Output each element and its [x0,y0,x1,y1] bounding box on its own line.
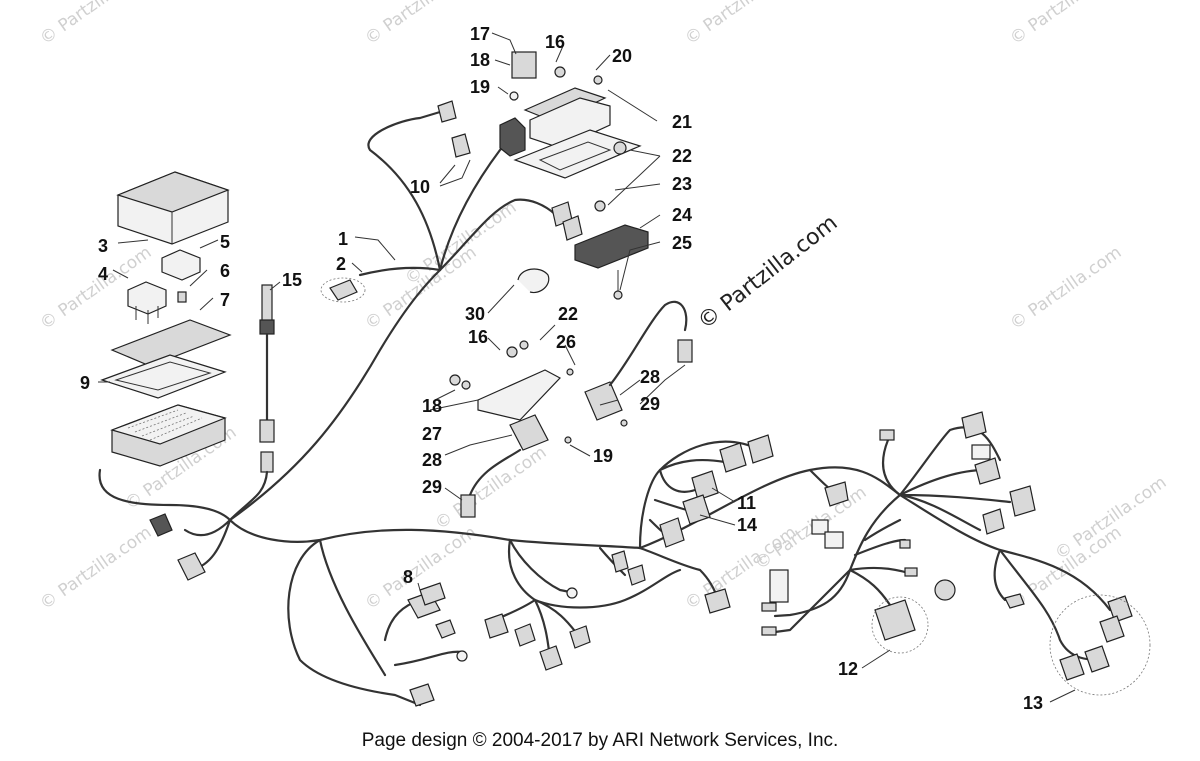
callout-30: 30 [465,304,485,324]
callout-24: 24 [672,205,692,225]
callout-8: 8 [403,567,413,587]
callout-19-mid: 19 [593,446,613,466]
relay-part-5 [161,249,201,281]
washers-top [509,66,627,212]
callout-7: 7 [220,290,230,310]
sensor-part-15 [259,284,275,473]
callout-15: 15 [282,270,302,290]
fuse-box-base [110,404,227,467]
clamp-part-30 [517,268,550,294]
callout-6: 6 [220,261,230,281]
connector-part-2 [320,277,366,303]
watermark: © Partzilla.com [1006,242,1125,334]
callout-2: 2 [336,254,346,274]
gasket-part-9 [100,354,227,399]
copyright-mark: © Partzilla.com [693,211,842,335]
callout-25: 25 [672,233,692,253]
watermark: © Partzilla.com [361,242,480,334]
callout-26: 26 [556,332,576,352]
callout-17: 17 [470,24,490,44]
callout-11: 11 [737,493,756,513]
ecu-module-part-20 [499,87,611,157]
callout-28-right: 28 [640,367,660,387]
callout-23: 23 [672,174,692,194]
callout-10: 10 [410,177,430,197]
callout-19-top: 19 [470,77,490,97]
label-sheet-part-7 [110,319,232,367]
callout-4: 4 [98,264,108,284]
fuse-box-cover-part-3 [116,171,230,245]
watermark: © Partzilla.com [681,0,800,49]
coil-part-28 [509,381,623,451]
callout-5: 5 [220,232,230,252]
callout-18-top: 18 [470,50,490,70]
callout-1: 1 [338,229,348,249]
callout-labels: 1 2 3 4 5 6 7 8 9 10 11 12 13 14 15 16 1… [80,24,1043,713]
watermark: © Partzilla.com [361,0,480,49]
callout-9: 9 [80,373,90,393]
callout-21: 21 [672,112,692,132]
callout-29-right: 29 [640,394,660,414]
callout-14: 14 [737,515,757,535]
regulator-part-24 [574,224,649,269]
callout-16-top: 16 [545,32,565,52]
connector-part-10 [437,100,471,158]
leader-lines [98,32,1076,703]
bracket-part-27 [477,369,561,421]
callout-13: 13 [1023,693,1043,713]
connectors-top-mid [551,201,583,241]
switch-part-17 [511,51,537,79]
callout-22-top: 22 [672,146,692,166]
callout-20: 20 [612,46,632,66]
callout-16-mid: 16 [468,327,488,347]
harness-connectors [149,411,1151,707]
callout-18-mid: 18 [422,396,442,416]
callout-12: 12 [838,659,858,679]
watermark: © Partzilla.com [431,442,550,534]
callout-29-left: 29 [422,477,442,497]
callout-22-mid: 22 [558,304,578,324]
watermark: © Partzilla.com [36,0,155,49]
page-design-credit: Page design © 2004-2017 by ARI Network S… [361,730,839,751]
main-harness [98,110,1112,707]
callout-3: 3 [98,236,108,256]
fuse-part-6 [177,291,187,303]
watermark: © Partzilla.com [1006,0,1125,49]
relay-part-4 [127,281,167,324]
plug-cap-part-29 [460,300,693,518]
watermark: © Partzilla.com [751,482,870,574]
callout-27: 27 [422,424,442,444]
watermark: © Partzilla.com [36,522,155,614]
bracket-fasteners [449,340,628,444]
callout-28-left: 28 [422,450,442,470]
watermark: © Partzilla.com [1006,522,1125,614]
bolt-part-25 [613,270,623,300]
mount-plate-part-23 [513,129,642,179]
watermark: © Partzilla.com [1051,472,1170,564]
